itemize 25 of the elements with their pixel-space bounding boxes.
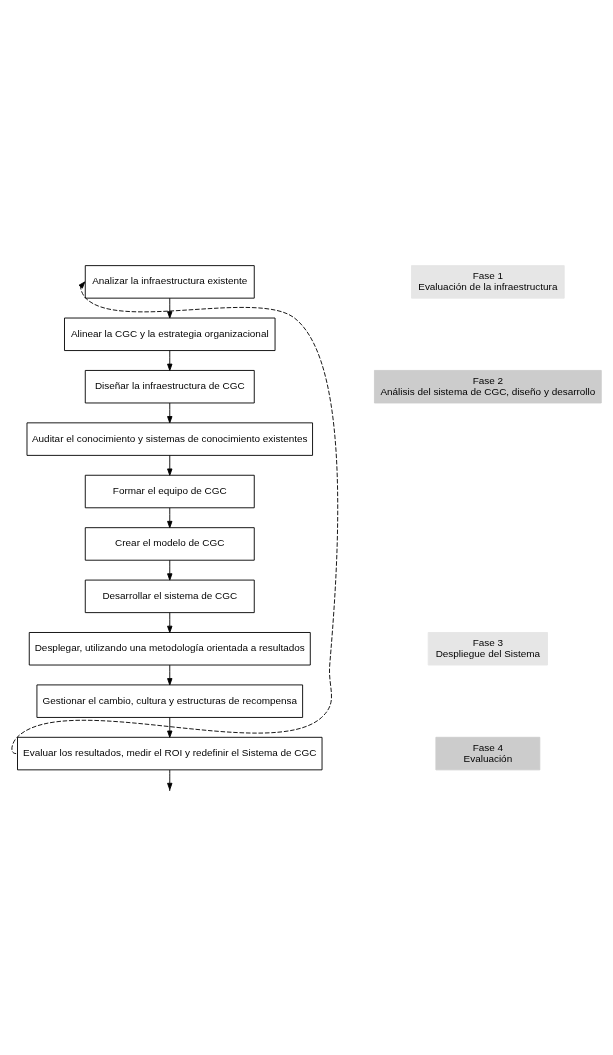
arrow [11,280,339,754]
node-box: Desarrollar el sistema de CGC [84,579,255,613]
arrow [167,611,173,633]
arrow [167,506,173,528]
node-box: Fase 1 Evaluación de la infraestructura [411,264,565,299]
node-box: Alinear la CGC y la estrategia organizacional [64,317,276,351]
node-box: Crear el modelo de CGC [84,526,255,561]
arrow [167,297,173,318]
node-box: Fase 3 Despliegue del Sistema [427,631,548,665]
arrow [167,349,173,371]
node-box: Auditar el conocimiento y sistemas de conocimiento existentes [26,421,313,456]
arrow [167,559,173,581]
arrow [167,454,173,476]
arrow [167,664,173,685]
node-box: Analizar la infraestructura existente [84,264,255,299]
arrow [167,769,173,790]
node-box: Desplegar, utilizando una metodología orientada a resultados [28,631,311,665]
node-box: Diseñar la infraestructura de CGC [84,369,255,403]
node-box: Gestionar el cambio, cultura y estructuras de recompensa [36,683,304,718]
arrow [167,402,173,423]
node-box: Fase 2 Análisis del sistema de CGC, diseño y desarrollo [374,369,602,403]
arrow [167,716,173,738]
node-box: Fase 4 Evaluación [435,736,541,770]
node-box: Formar el equipo de CGC [84,474,255,508]
node-box: Evaluar los resultados, medir el ROI y redefinir el Sistema de CGC [17,736,323,770]
